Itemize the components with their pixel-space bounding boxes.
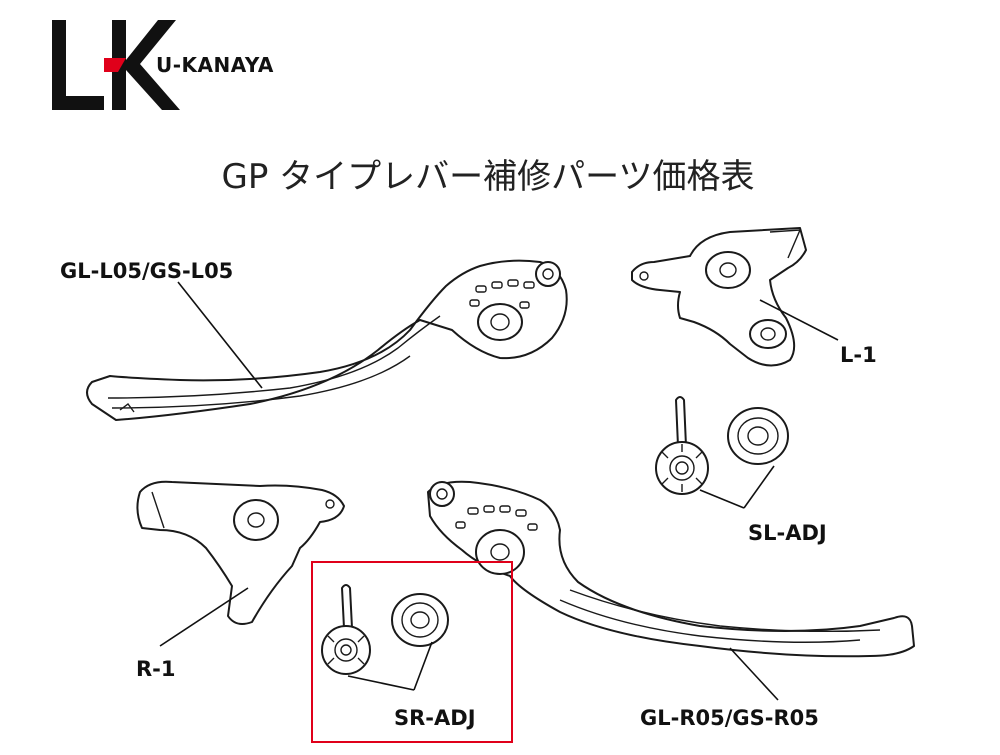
logo-text: U-KANAYA <box>156 53 274 77</box>
adjuster-sl-adj-drawing <box>655 396 789 495</box>
lever-gl-r05-drawing <box>427 480 915 658</box>
label-l1: L-1 <box>840 343 877 367</box>
page-title: GP タイプレバー補修パーツ価格表 <box>222 157 755 197</box>
bracket-l1-drawing <box>631 227 807 367</box>
adjuster-sr-adj-drawing <box>321 584 449 675</box>
label-gl-l05: GL-L05/GS-L05 <box>60 259 233 283</box>
label-sl-adj: SL-ADJ <box>748 521 827 545</box>
label-gl-r05: GL-R05/GS-R05 <box>640 706 819 730</box>
logo-accent <box>104 58 126 72</box>
bracket-r1-drawing <box>136 480 345 625</box>
leader-lines <box>159 281 839 701</box>
label-r1: R-1 <box>136 657 176 681</box>
lever-gl-l05-drawing <box>86 259 568 421</box>
sr-adj-highlight-box <box>311 561 513 743</box>
label-sr-adj: SR-ADJ <box>394 706 476 730</box>
u-kanaya-logo: U-KANAYA <box>52 20 274 110</box>
